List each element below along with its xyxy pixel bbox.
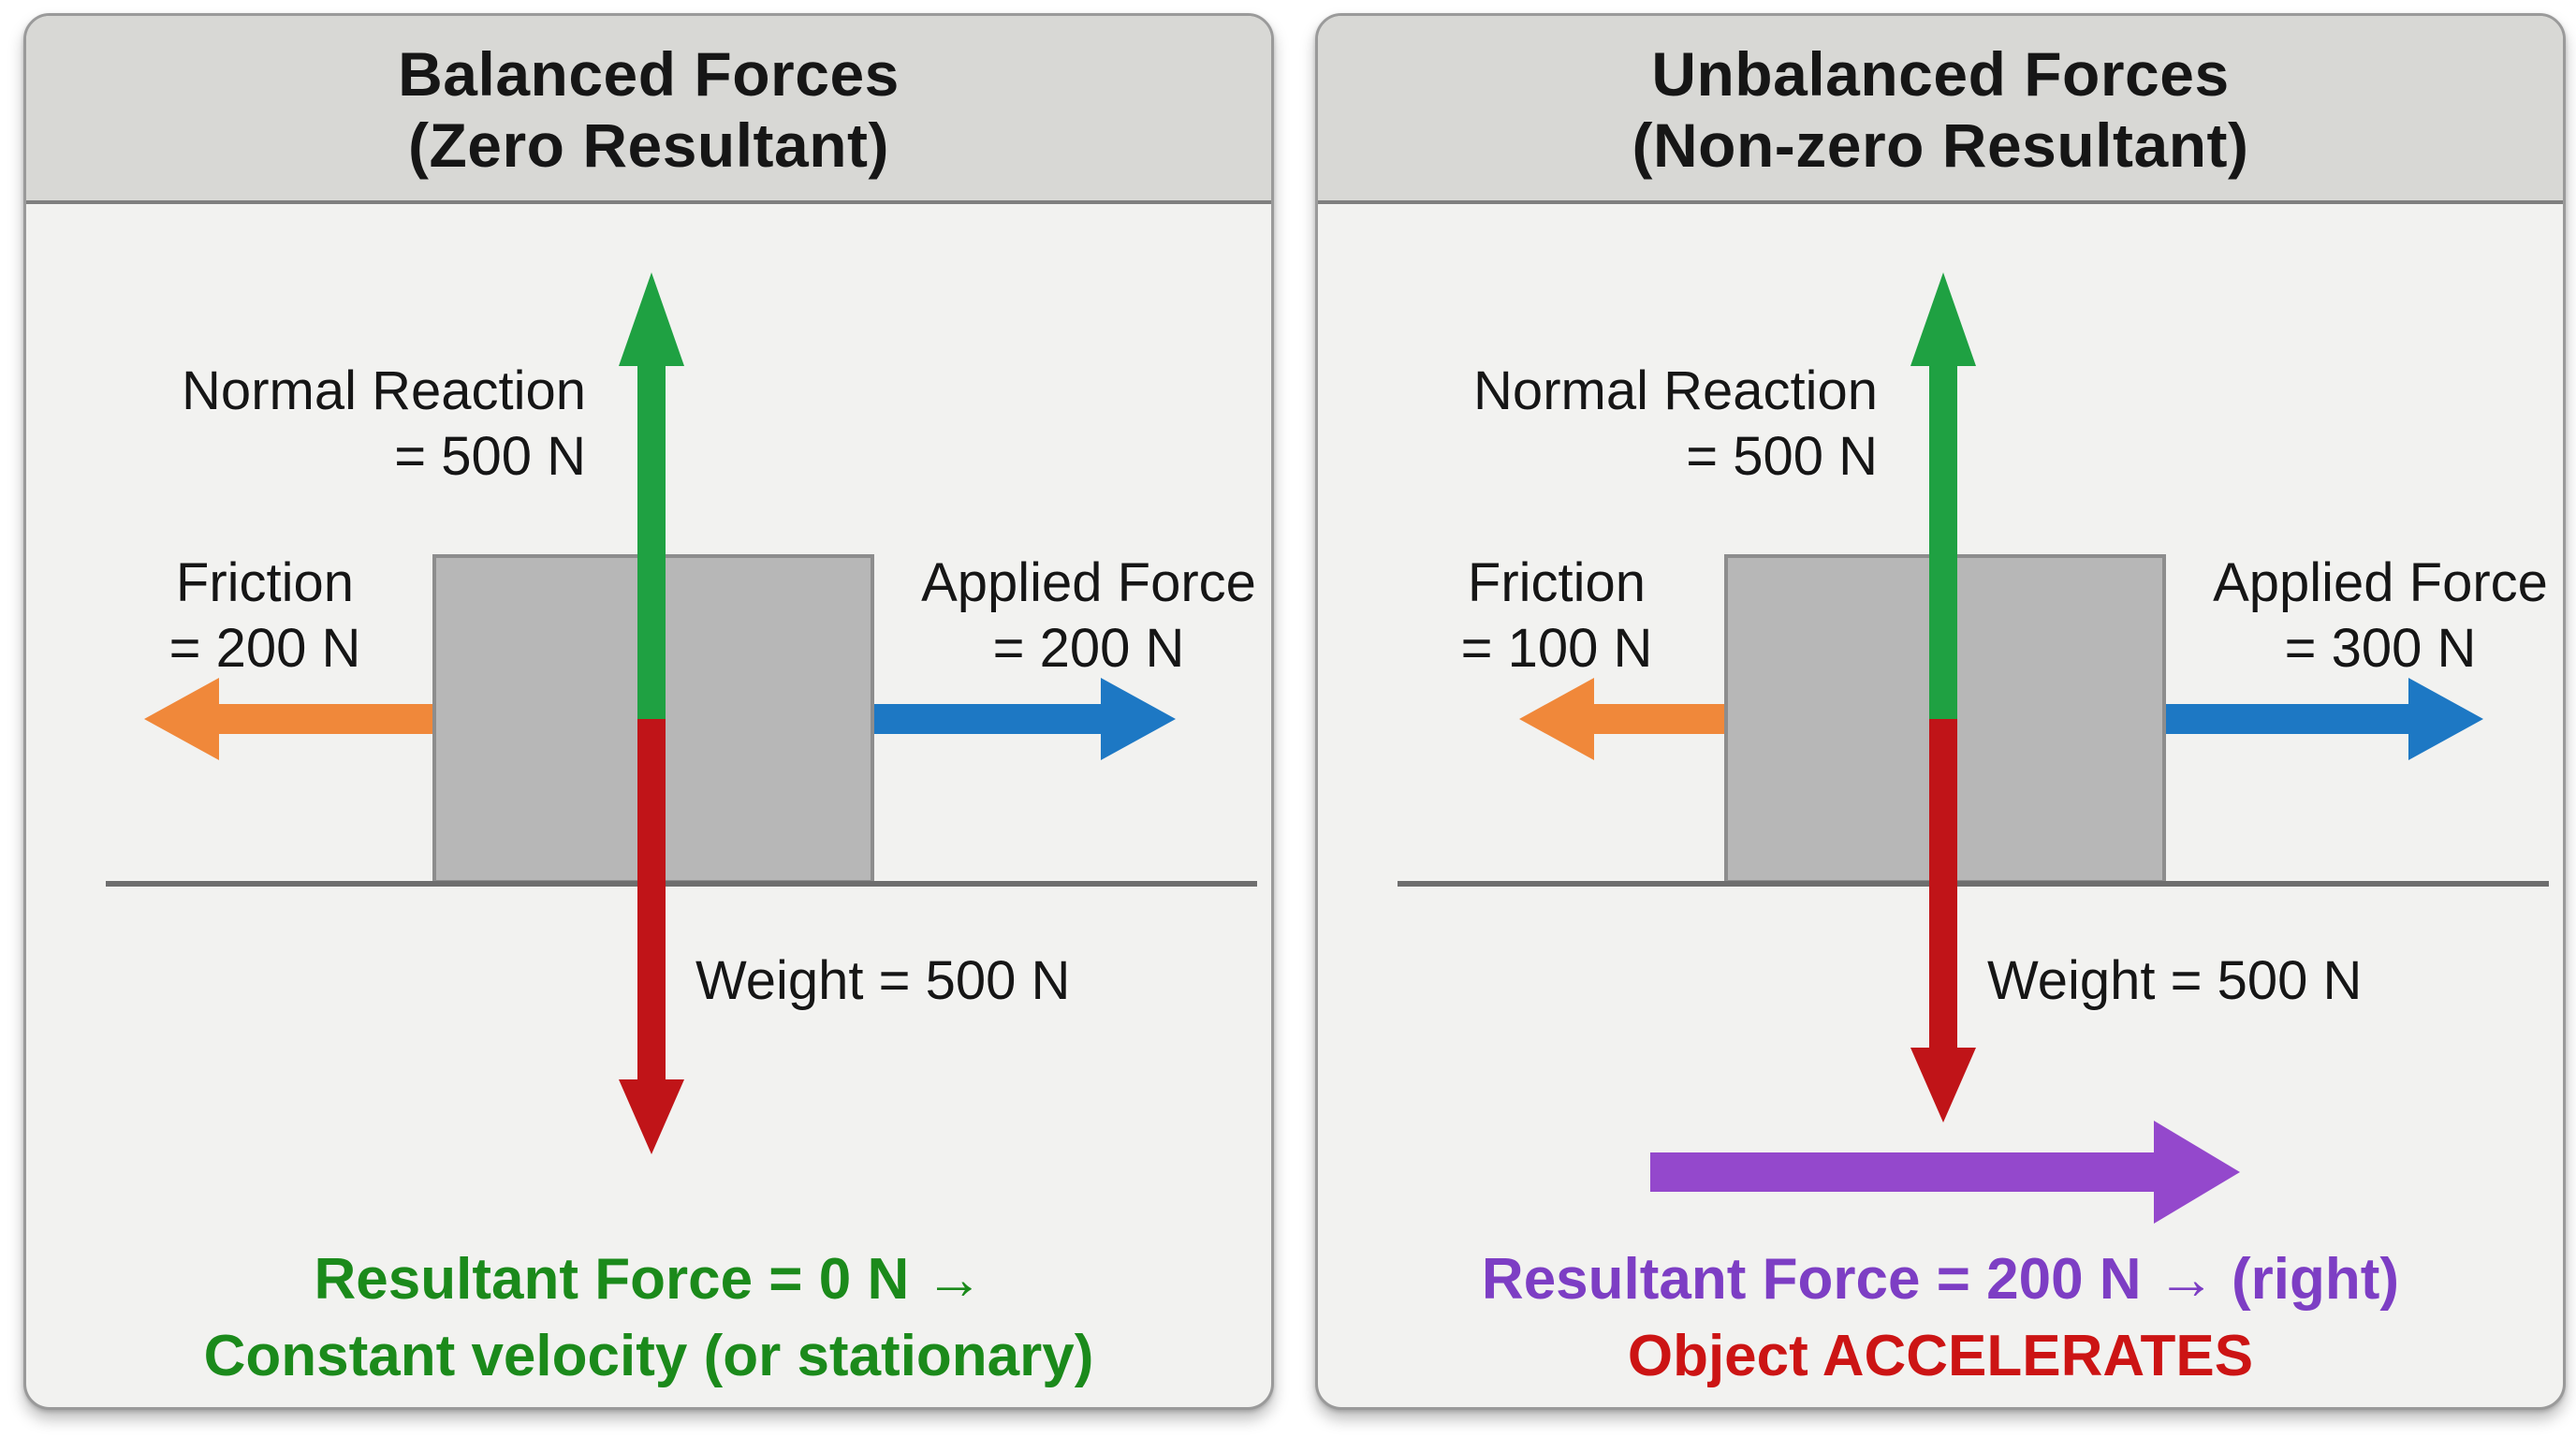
resultant-force-arrow — [1650, 1152, 2154, 1192]
normal-reaction-arrowhead-icon — [1910, 272, 1976, 366]
ground-line — [1398, 881, 2549, 887]
unbalanced-conclusion: Resultant Force = 200 N → (right) Object… — [1318, 1241, 2563, 1395]
panel-title-line1: Unbalanced Forces — [1651, 39, 2230, 109]
applied-force-label-line1: Applied Force — [921, 552, 1256, 613]
weight-arrow — [637, 719, 666, 1079]
weight-arrowhead-icon — [619, 1079, 684, 1154]
friction-label-line1: Friction — [175, 552, 355, 613]
panel-title-line1: Balanced Forces — [398, 39, 900, 109]
friction-label-line2: = 100 N — [1460, 618, 1653, 679]
friction-arrowhead-icon — [144, 678, 219, 760]
normal-reaction-label-line1: Normal Reaction — [182, 360, 586, 421]
balanced-motion-text: Constant velocity (or stationary) — [203, 1324, 1094, 1388]
friction-label: Friction = 200 N — [115, 550, 415, 682]
normal-reaction-arrowhead-icon — [619, 272, 684, 366]
panel-title-line2: (Zero Resultant) — [407, 110, 890, 180]
panel-title-line2: (Non-zero Resultant) — [1632, 110, 2249, 180]
accelerates-text: Object ACCELERATES — [1627, 1324, 2254, 1388]
applied-force-label-line2: = 200 N — [992, 618, 1185, 679]
friction-label-line2: = 200 N — [168, 618, 361, 679]
applied-force-label-line1: Applied Force — [2213, 552, 2548, 613]
balanced-conclusion: Resultant Force = 0 N → Constant velocit… — [26, 1241, 1271, 1395]
normal-reaction-arrow — [1929, 362, 1957, 719]
friction-arrowhead-icon — [1519, 678, 1594, 760]
weight-label: Weight = 500 N — [1987, 950, 2363, 1011]
friction-arrow — [219, 704, 432, 734]
normal-reaction-label-line2: = 500 N — [1686, 426, 1878, 487]
ground-line — [106, 881, 1257, 887]
panel-balanced-header: Balanced Forces (Zero Resultant) — [26, 16, 1271, 204]
weight-arrowhead-icon — [1910, 1048, 1976, 1123]
panel-unbalanced-forces: Unbalanced Forces (Non-zero Resultant) N… — [1315, 13, 2566, 1410]
applied-force-label-line2: = 300 N — [2284, 618, 2477, 679]
weight-arrow — [1929, 719, 1957, 1048]
applied-force-label: Applied Force = 300 N — [2212, 550, 2549, 682]
applied-force-arrow — [2166, 704, 2408, 734]
resultant-force-arrowhead-icon — [2154, 1121, 2240, 1224]
applied-force-label: Applied Force = 200 N — [920, 550, 1257, 682]
panel-unbalanced-header: Unbalanced Forces (Non-zero Resultant) — [1318, 16, 2563, 204]
applied-force-arrow — [874, 704, 1101, 734]
normal-reaction-arrow — [637, 362, 666, 719]
weight-label: Weight = 500 N — [695, 950, 1071, 1011]
friction-label-line1: Friction — [1467, 552, 1647, 613]
unbalanced-resultant-text: Resultant Force = 200 N → (right) — [1481, 1247, 2400, 1312]
normal-reaction-label: Normal Reaction = 500 N — [182, 359, 586, 490]
friction-label: Friction = 100 N — [1407, 550, 1706, 682]
normal-reaction-label-line1: Normal Reaction — [1473, 360, 1878, 421]
friction-arrow — [1594, 704, 1724, 734]
normal-reaction-label: Normal Reaction = 500 N — [1473, 359, 1878, 490]
panel-balanced-forces: Balanced Forces (Zero Resultant) Normal … — [23, 13, 1274, 1410]
balanced-resultant-text: Resultant Force = 0 N → — [314, 1247, 984, 1312]
applied-force-arrowhead-icon — [1101, 678, 1176, 760]
normal-reaction-label-line2: = 500 N — [394, 426, 586, 487]
applied-force-arrowhead-icon — [2408, 678, 2483, 760]
